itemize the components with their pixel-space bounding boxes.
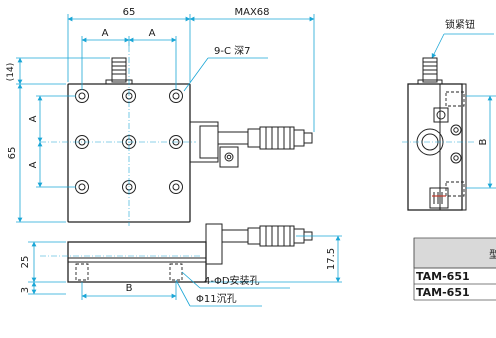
dim-max68: MAX68	[234, 7, 269, 18]
dim-b-side: B	[478, 138, 489, 145]
dim-a-v1: A	[28, 115, 39, 122]
dim-25: 25	[20, 256, 31, 269]
dim-3: 3	[20, 287, 31, 293]
model-table: 型 TAM-651 TAM-651	[413, 237, 496, 301]
table-row-2: TAM-651	[416, 286, 470, 299]
bracket-screw-icon	[224, 152, 234, 162]
callout-mount-holes: 4-ΦD安装孔	[204, 274, 260, 287]
micrometer-icon	[217, 126, 313, 150]
stage-body-side	[407, 83, 463, 211]
dim-a-h2: A	[149, 28, 156, 39]
top-knob-icon	[105, 57, 133, 85]
callout-thread-note: 9-C 深7	[214, 45, 251, 57]
table-header-partial: 型	[489, 248, 496, 261]
table-row-1: TAM-651	[416, 270, 470, 283]
dim-17-5: 17.5	[326, 248, 337, 270]
dim-a-v2: A	[28, 161, 39, 168]
side-view: 锁紧钮 B	[402, 18, 496, 211]
dim-height-65: 65	[7, 147, 18, 160]
front-view: 25 3 17.5 B 4-ΦD安装孔 Φ11沉孔	[20, 223, 342, 307]
dim-b: B	[126, 283, 133, 294]
callout-counterbore: Φ11沉孔	[196, 292, 237, 305]
dim-width-65: 65	[123, 7, 136, 18]
dim-a-h1: A	[102, 28, 109, 39]
top-view: 65 MAX68 A A (14) 65 A A 9-C 深7	[6, 7, 315, 226]
callout-lock-knob: 锁紧钮	[445, 18, 475, 31]
dim-paren-14: (14)	[6, 63, 16, 81]
